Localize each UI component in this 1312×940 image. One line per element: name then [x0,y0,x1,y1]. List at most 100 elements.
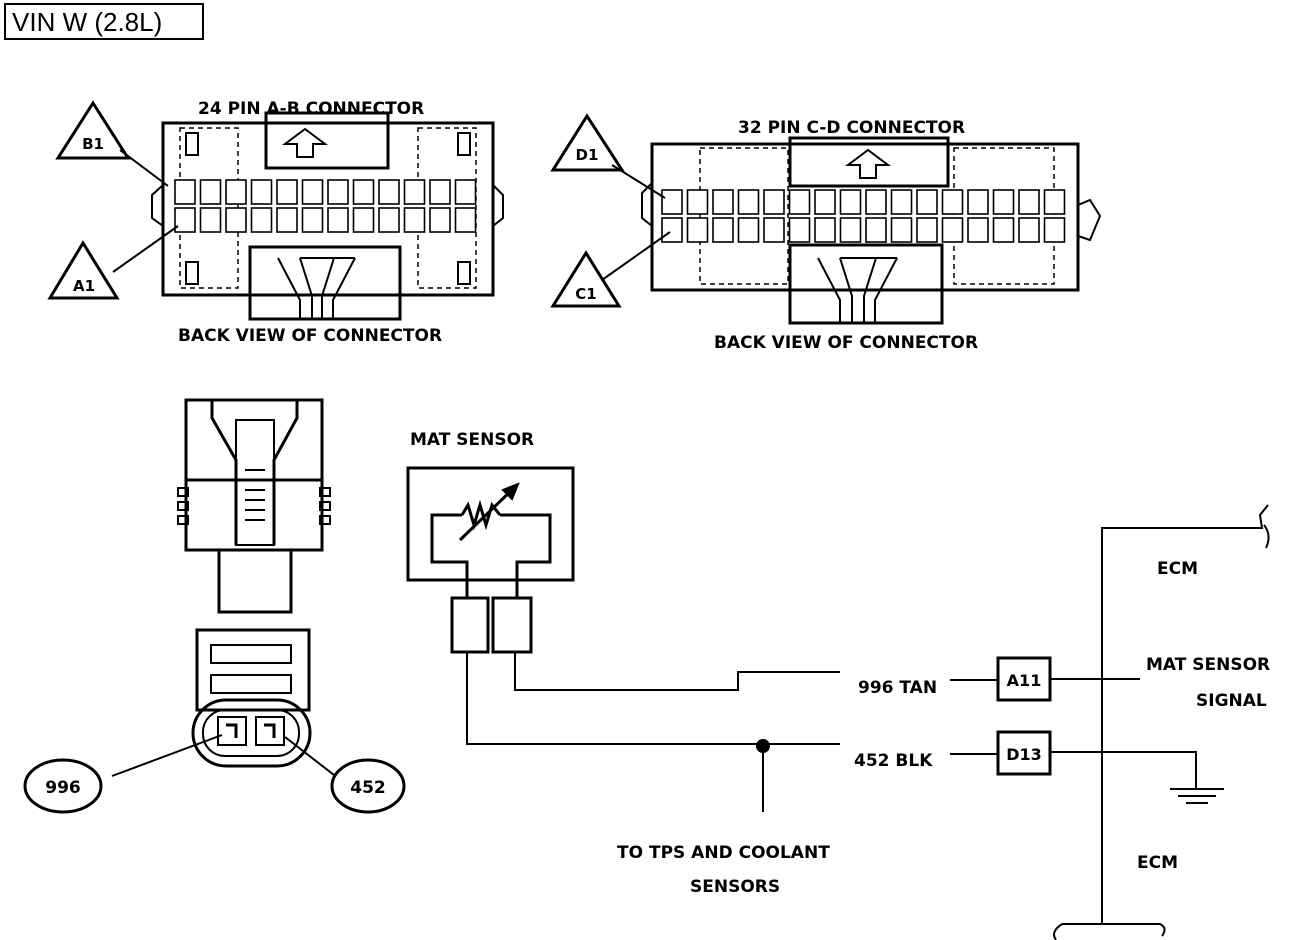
thermistor-icon [460,499,502,531]
connector-pin-cell [712,217,734,243]
connector-pin-cell [225,207,247,233]
ecm-boundary [1053,504,1270,940]
pin-c1-label: C1 [575,285,596,303]
callout-996-label: 996 [45,778,81,798]
connector-pin-cell [865,189,887,215]
connector-pin-cell [839,189,862,215]
connector-pin-cell [429,207,451,233]
connector-pin-cell [250,207,273,233]
connector-pin-cell [225,179,247,205]
connector-pin-cell [839,217,862,243]
connector-pin-cell [992,217,1015,243]
connector-pin-cell [403,179,426,205]
pin-d1-label: D1 [576,146,599,164]
pin-b1-marker: B1 [55,100,169,187]
sensor-connector-face [191,628,312,768]
connector-pin-cell [352,179,375,205]
mat-sensor: MAT SENSOR [406,430,575,654]
pin-d1-marker: D1 [550,113,666,199]
connector-pin-cell [352,207,375,233]
connector-pin-cell [378,179,400,205]
connector-pin-cell [737,217,760,243]
callout-452-label: 452 [350,778,386,798]
connector-pin-cell [327,207,349,233]
splice-note-line1: TO TPS AND COOLANT [617,843,830,863]
connector-ab-caption: BACK VIEW OF CONNECTOR [178,326,442,346]
connector-cd-title: 32 PIN C-D CONNECTOR [738,118,965,138]
ecm-pin-d13: D13 [996,730,1197,788]
diagram-title: VIN W (2.8L) [12,7,162,37]
connector-pin-cell [737,189,760,215]
splice-note-line2: SENSORS [690,877,780,897]
wire-996-tan: 996 TAN [514,652,998,698]
connector-pin-cell [199,207,222,233]
connector-pin-cell [763,217,785,243]
connector-pin-cell [174,179,196,205]
wire-452-blk-label: 452 BLK [854,751,933,771]
ecm-label-bottom: ECM [1137,853,1178,873]
connector-pin-cell [763,189,785,215]
connector-32-pin-cd: 32 PIN C-D CONNECTOR BACK VIEW OF CONNEC… [641,118,1102,353]
arrow-up-icon [282,127,328,158]
pin-b1-label: B1 [82,135,104,153]
connector-24-pin-ab: 24 PIN A-B CONNECTOR BACK VIEW OF CONNEC… [151,99,504,346]
ground-icon [1170,788,1224,804]
ecm-pin-a11-label: A11 [1007,671,1042,690]
connector-pin-cell [301,207,324,233]
title-box: VIN W (2.8L) [4,3,204,40]
connector-pin-cell [916,217,938,243]
mat-signal-label-line1: MAT SENSOR [1146,655,1270,675]
connector-pin-cell [890,189,913,215]
connector-pin-cell [378,207,400,233]
wire-452-blk: 452 BLK [466,652,998,812]
arrow-up-icon [845,148,891,179]
connector-pin-cell [327,179,349,205]
sensor-connector-plug [177,398,331,614]
connector-pin-cell [788,189,811,215]
connector-cd-caption: BACK VIEW OF CONNECTOR [714,333,978,353]
connector-ab-pin-grid [174,179,477,233]
connector-pin-cell [661,217,683,243]
connector-pin-cell [890,217,913,243]
connector-pin-cell [992,189,1015,215]
connector-pin-cell [174,207,196,233]
wire-996-callout: 996 [23,734,223,814]
connector-pin-cell [941,217,964,243]
connector-pin-cell [967,189,989,215]
pin-a1-label: A1 [73,277,95,295]
connector-pin-cell [916,189,938,215]
connector-pin-cell [967,217,989,243]
wire-996-tan-label: 996 TAN [858,678,937,698]
connector-pin-cell [941,189,964,215]
connector-pin-cell [403,207,426,233]
connector-pin-cell [712,189,734,215]
connector-pin-cell [661,189,683,215]
connector-pin-cell [1043,217,1066,243]
connector-pin-cell [454,207,477,233]
connector-pin-cell [276,207,298,233]
connector-pin-cell [686,189,709,215]
connector-pin-cell [429,179,451,205]
connector-pin-cell [1043,189,1066,215]
mat-sensor-title: MAT SENSOR [410,430,534,450]
connector-pin-cell [454,179,477,205]
connector-pin-cell [301,179,324,205]
connector-pin-cell [788,217,811,243]
connector-pin-cell [686,217,709,243]
connector-pin-cell [199,179,222,205]
wire-452-callout: 452 [284,736,406,814]
connector-cd-pin-grid [661,189,1066,243]
connector-pin-cell [250,179,273,205]
connector-ab-title: 24 PIN A-B CONNECTOR [198,99,424,119]
mat-signal-label-line2: SIGNAL [1196,691,1267,711]
connector-pin-cell [814,217,836,243]
ecm-pin-a11: A11 [996,656,1140,702]
connector-pin-cell [1018,217,1040,243]
ecm-pin-d13-label: D13 [1006,745,1042,764]
connector-pin-cell [865,217,887,243]
connector-pin-cell [814,189,836,215]
connector-pin-cell [276,179,298,205]
ecm-label-top: ECM [1157,559,1198,579]
pin-a1-marker: A1 [47,225,179,300]
